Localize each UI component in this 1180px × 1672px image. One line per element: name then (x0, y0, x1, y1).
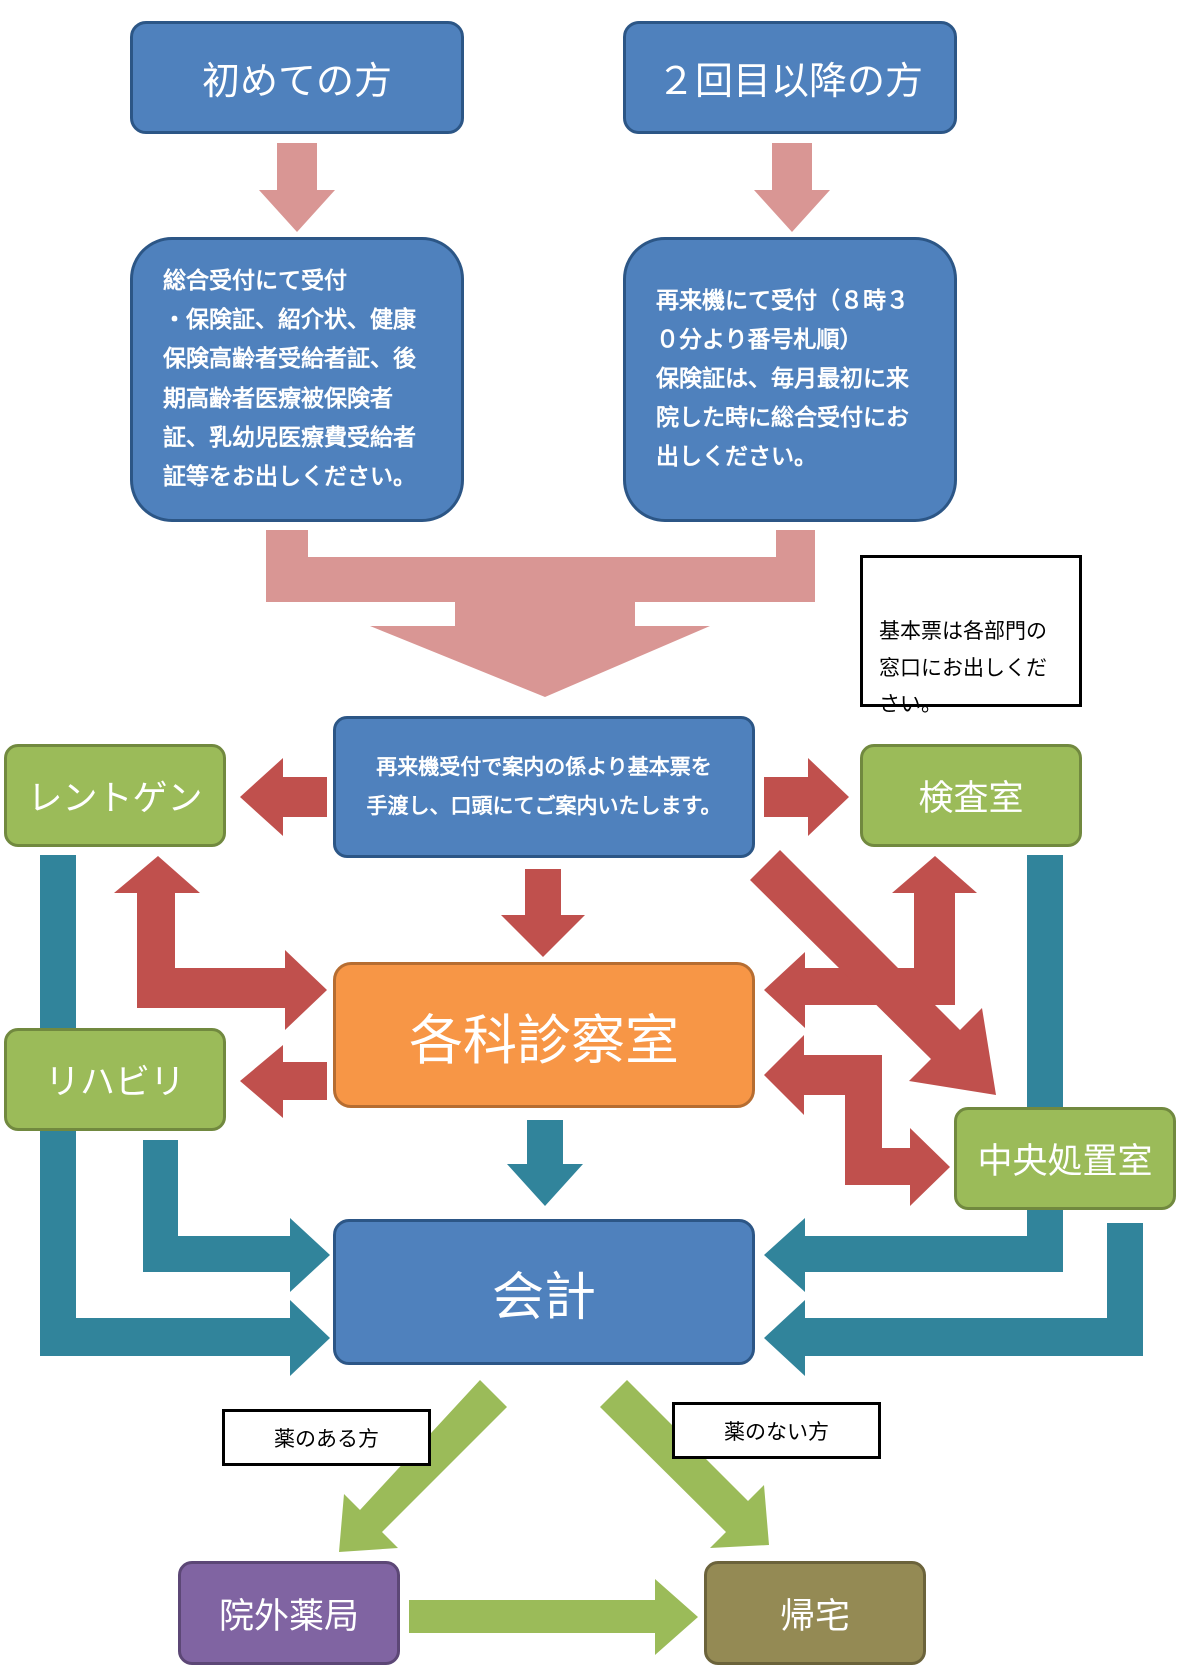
repeat-visit-box: ２回目以降の方 (623, 21, 957, 134)
first-visit-label: 初めての方 (201, 59, 392, 103)
billing-label: 会計 (491, 1267, 596, 1328)
arrow-to-treatment (750, 850, 996, 1095)
xray-box: レントゲン (4, 744, 226, 847)
first-reception-box: 総合受付にて受付 ・保険証、紹介状、健康 保険高齢者受給者証、後 期高齢者医療被… (130, 237, 464, 522)
basic-slip-note-text: 基本票は各部門の 窓口にお出しくだ さい。 (879, 618, 1047, 717)
home-box: 帰宅 (704, 1561, 926, 1665)
arrow-lab-billing (764, 855, 1063, 1292)
home-label: 帰宅 (779, 1596, 850, 1637)
arrow-lab-head (892, 856, 977, 893)
arrow-xray-exam (114, 856, 200, 893)
first-visit-box: 初めての方 (130, 21, 464, 134)
lab-box: 検査室 (860, 744, 1082, 847)
arrow-xray-exam-body (137, 890, 327, 1030)
without-medicine-note: 薬のない方 (672, 1402, 881, 1459)
treatment-box: 中央処置室 (954, 1107, 1176, 1210)
arrow-to-lab (764, 758, 849, 836)
arrow-first-down (259, 143, 335, 232)
basic-slip-note: 基本票は各部門の 窓口にお出しくだ さい。 (860, 555, 1082, 716)
first-reception-text: 総合受付にて受付 ・保険証、紹介状、健康 保険高齢者受給者証、後 期高齢者医療被… (163, 268, 416, 490)
with-medicine-note: 薬のある方 (222, 1409, 431, 1466)
arrow-exam-treatment (764, 1035, 950, 1206)
billing-box: 会計 (333, 1219, 755, 1365)
rehab-box: リハビリ (4, 1028, 226, 1131)
arrow-xray-billing (40, 855, 330, 1376)
lab-label: 検査室 (918, 779, 1024, 819)
guidance-text: 再来機受付で案内の係より基本票を 手渡し、口頭にてご案内いたします。 (366, 755, 722, 818)
repeat-reception-text: 再来機にて受付（８時３ ０分より番号札順） 保険証は、毎月最初に来 院した時に総… (656, 287, 909, 471)
xray-label: レントゲン (27, 779, 203, 819)
arrow-to-xray (240, 758, 327, 836)
arrow-repeat-down (754, 143, 830, 232)
arrow-treatment-billing (764, 1223, 1143, 1376)
pharmacy-box: 院外薬局 (178, 1561, 400, 1665)
arrow-merge-down (266, 530, 815, 697)
arrow-to-exam (501, 869, 585, 957)
arrow-rehab-billing (143, 1140, 330, 1292)
arrow-to-home (600, 1380, 769, 1548)
exam-rooms-box: 各科診察室 (333, 962, 755, 1108)
treatment-label: 中央処置室 (977, 1142, 1153, 1182)
rehab-label: リハビリ (44, 1063, 185, 1103)
without-medicine-text: 薬のない方 (724, 1419, 829, 1444)
arrow-to-pharmacy (339, 1380, 507, 1552)
arrow-exam-billing (507, 1120, 583, 1206)
pharmacy-label: 院外薬局 (218, 1596, 359, 1637)
repeat-reception-box: 再来機にて受付（８時３ ０分より番号札順） 保険証は、毎月最初に来 院した時に総… (623, 237, 957, 522)
arrow-to-rehab (240, 1045, 327, 1118)
repeat-visit-label: ２回目以降の方 (656, 59, 923, 103)
arrow-pharmacy-home (409, 1579, 698, 1655)
exam-rooms-label: 各科診察室 (409, 1008, 679, 1072)
with-medicine-text: 薬のある方 (274, 1426, 379, 1451)
guidance-box: 再来機受付で案内の係より基本票を 手渡し、口頭にてご案内いたします。 (333, 716, 755, 858)
